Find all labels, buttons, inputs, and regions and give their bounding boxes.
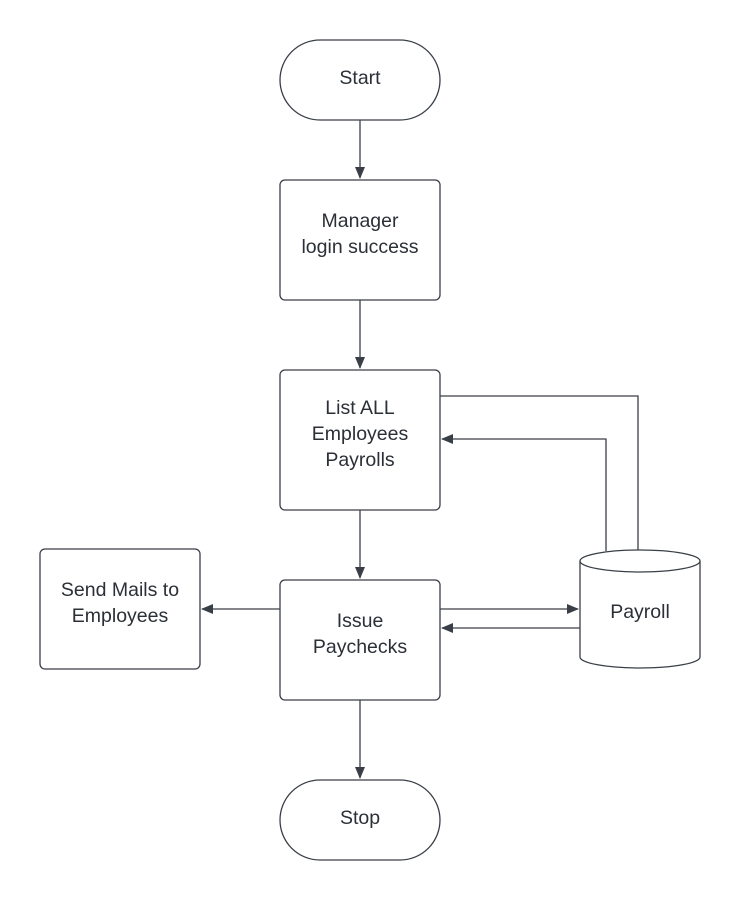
- process-shape: [279, 579, 441, 701]
- node-label-line: Payrolls: [325, 449, 395, 471]
- node-label-line: Stop: [340, 807, 380, 829]
- node-label-line: Issue: [337, 610, 384, 632]
- node-stop: Stop: [279, 779, 441, 861]
- node-label-line: Employees: [312, 423, 409, 445]
- node-payroll-db-label: Payroll: [610, 601, 670, 623]
- node-send-mails-label: Send Mails to Employees: [61, 579, 179, 627]
- node-label-line: Employees: [72, 605, 169, 627]
- node-start: Start: [279, 39, 441, 121]
- node-start-label: Start: [339, 67, 381, 89]
- terminator-shape: [279, 779, 441, 861]
- process-shape: [279, 369, 441, 511]
- node-stop-label: Stop: [340, 807, 380, 829]
- terminator-shape: [279, 39, 441, 121]
- node-manager-login-label: Manager login success: [301, 210, 418, 258]
- edge-list-payrolls-to-payroll: [440, 395, 643, 562]
- database-cylinder-top: [579, 549, 701, 573]
- edge-payroll-to-list-payrolls: [441, 434, 607, 551]
- node-label-line: login success: [301, 236, 418, 258]
- node-manager-login: Manager login success: [279, 179, 441, 301]
- process-shape: [39, 548, 201, 670]
- node-label-line: List ALL: [325, 397, 395, 419]
- process-shape: [279, 179, 441, 301]
- node-label-line: Send Mails to: [61, 579, 179, 601]
- node-payroll-db: Payroll: [579, 549, 701, 669]
- node-send-mails: Send Mails to Employees: [39, 548, 201, 670]
- node-label-line: Start: [339, 67, 381, 89]
- node-label-line: Paychecks: [313, 636, 408, 658]
- node-label-line: Payroll: [610, 601, 670, 623]
- edges: [201, 120, 643, 779]
- node-label-line: Manager: [322, 210, 399, 232]
- database-cylinder-body: [579, 561, 701, 669]
